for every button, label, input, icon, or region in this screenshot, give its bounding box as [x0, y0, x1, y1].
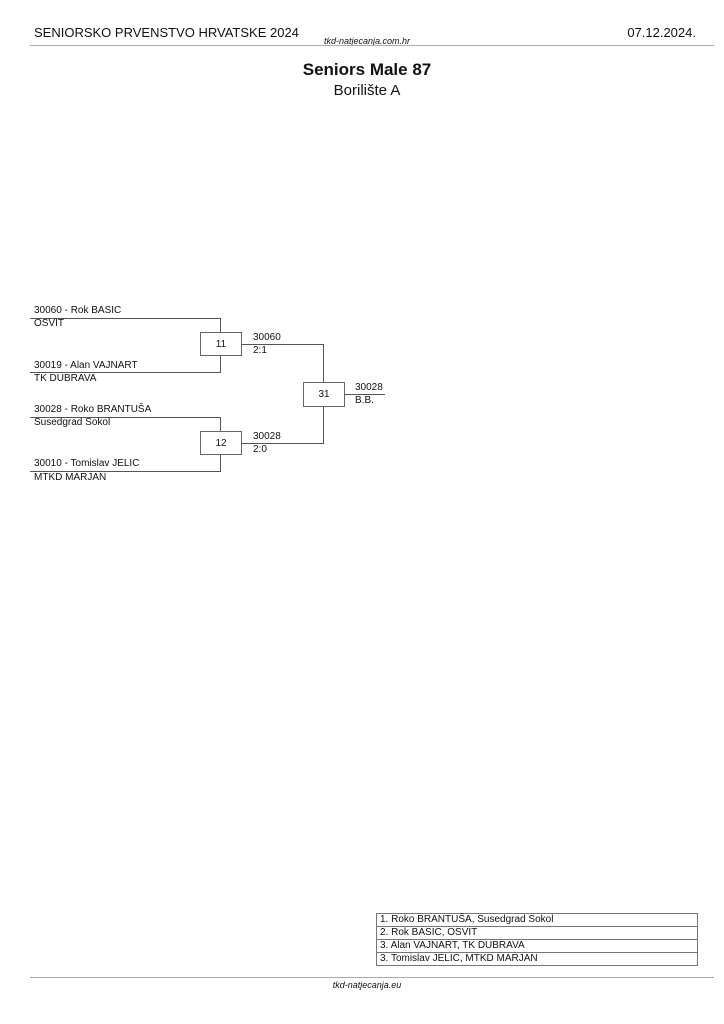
match-box-11: 11 [200, 332, 242, 356]
results-table: 1. Roko BRANTUŠA, Susedgrad Sokol 2. Rok… [376, 913, 698, 966]
entry-club: Susedgrad Sokol [34, 417, 111, 428]
entry-name: 30019 - Alan VAJNART [34, 360, 138, 371]
match-box-12: 12 [200, 431, 242, 455]
result-row: 2. Rok BASIC, OSVIT [377, 927, 697, 940]
result-row: 3. Alan VAJNART, TK DUBRAVA [377, 940, 697, 953]
entry-name: 30028 - Roko BRANTUŠA [34, 404, 152, 415]
result-row: 3. Tomislav JELIC, MTKD MARJAN [380, 953, 538, 964]
result-row: 1. Roko BRANTUŠA, Susedgrad Sokol [377, 914, 697, 927]
match-box-31: 31 [303, 382, 345, 407]
match-score: 2:0 [253, 444, 267, 455]
final-winner: 30028 [355, 382, 383, 393]
entry-name: 30060 - Rok BASIC [34, 305, 122, 316]
event-date: 07.12.2024. [627, 25, 696, 40]
entry-club: TK DUBRAVA [34, 373, 97, 384]
match-winner: 30060 [253, 332, 281, 343]
footer-site: tkd-natjecanja.eu [332, 980, 402, 990]
entry-name: 30010 - Tomislav JELIC [34, 458, 140, 469]
header-site: tkd-natjecanja.com.hr [323, 36, 411, 46]
entry-club: OSVIT [34, 318, 65, 329]
match-score: 2:1 [253, 345, 267, 356]
final-score: B.B. [355, 395, 374, 406]
page-subtitle: Borilište A [333, 82, 401, 99]
event-title: SENIORSKO PRVENSTVO HRVATSKE 2024 [34, 25, 299, 40]
match-winner: 30028 [253, 431, 281, 442]
entry-club: MTKD MARJAN [34, 472, 107, 483]
page-title: Seniors Male 87 [302, 60, 432, 79]
